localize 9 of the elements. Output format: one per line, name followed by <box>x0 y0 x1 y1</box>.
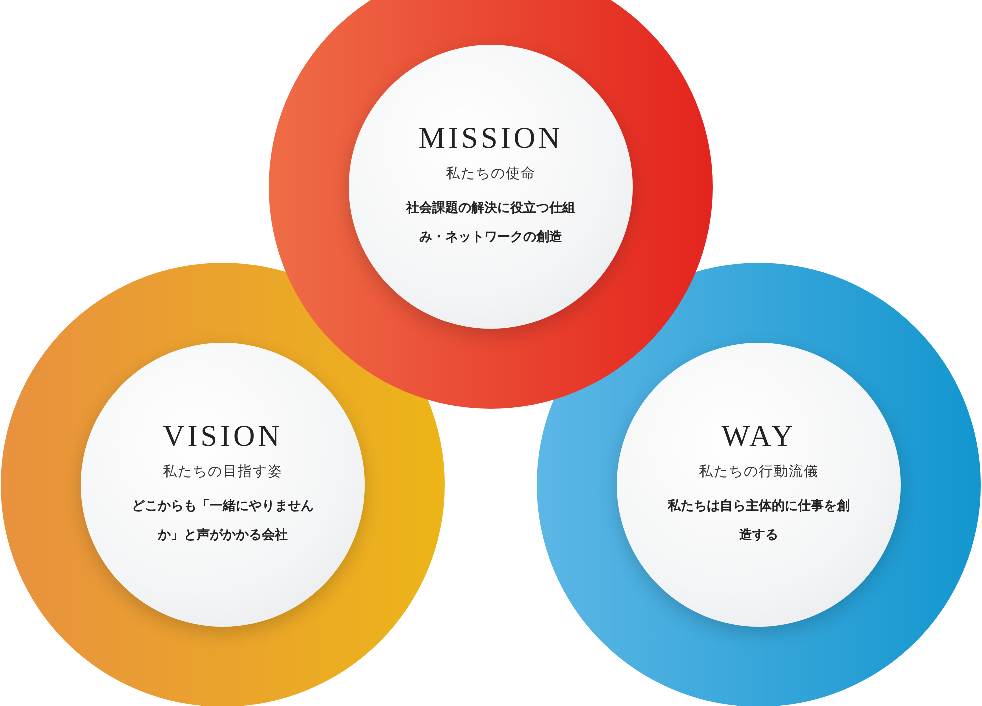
title-text: WAY <box>722 419 796 456</box>
body-text: 私たちは自ら主体的に仕事を創造する <box>666 498 851 545</box>
body-text: どこからも「一緒にやりませんか」と声がかかる会社 <box>130 498 315 545</box>
subtitle-text: 私たちの使命 <box>446 165 536 184</box>
title-text: VISION <box>163 419 283 456</box>
title-text: MISSION <box>418 121 564 158</box>
subtitle-text: 私たちの目指す姿 <box>162 463 283 482</box>
subtitle-text: 私たちの行動流儀 <box>698 463 819 482</box>
body-text: 社会課題の解決に役立つ仕組み・ネットワークの創造 <box>405 200 576 247</box>
